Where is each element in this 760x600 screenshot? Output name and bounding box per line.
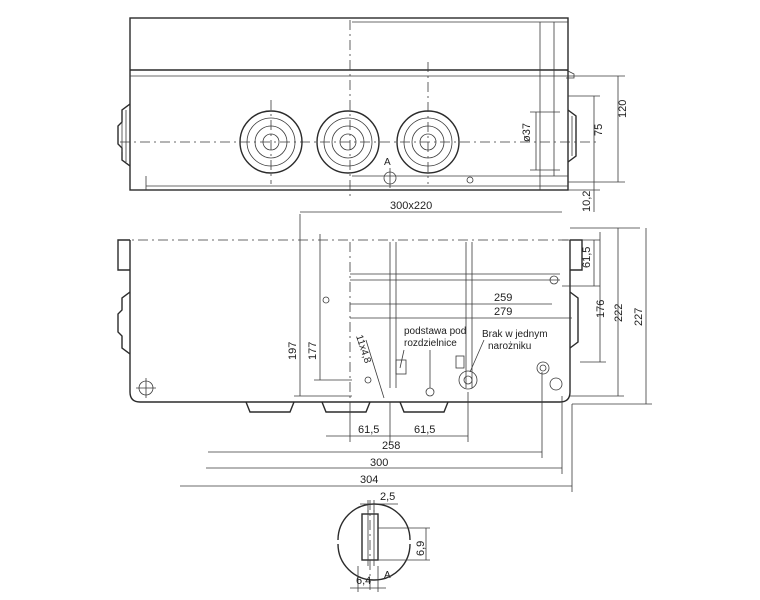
dim-75: 75 — [593, 124, 605, 136]
note-base-line1: podstawa pod — [404, 326, 466, 337]
section-a-top-label: A — [384, 157, 391, 168]
dim-300x220: 300x220 — [390, 200, 432, 212]
dim-61-5-b: 61,5 — [414, 424, 435, 436]
notes: podstawa pod rozdzielnice Brak w jednym … — [399, 326, 548, 388]
dim-197: 197 — [287, 342, 299, 360]
dim-258: 258 — [382, 440, 400, 452]
dim-2-5: 2,5 — [380, 491, 395, 503]
dim-176: 176 — [595, 300, 607, 318]
dim-6-9: 6,9 — [415, 541, 427, 556]
dim-diameter-37: ø37 — [521, 123, 533, 142]
dim-227: 227 — [633, 308, 645, 326]
dim-177: 177 — [307, 342, 319, 360]
dim-259: 259 — [494, 292, 512, 304]
dim-120: 120 — [617, 100, 629, 118]
knockout-1 — [239, 100, 303, 184]
dim-hole-slot: 11x4,8 — [353, 334, 373, 366]
dim-279: 279 — [494, 306, 512, 318]
dim-300: 300 — [370, 457, 388, 469]
dim-10-2: 10,2 — [581, 191, 593, 212]
knockout-2 — [316, 110, 380, 174]
plan-dimensions: 61,5 176 222 227 259 279 197 177 11x4,8 … — [180, 214, 652, 492]
dim-61-5-a: 61,5 — [358, 424, 379, 436]
plan-view — [117, 239, 583, 413]
dim-222: 222 — [613, 304, 625, 322]
side-view: A 120 75 ø37 10,2 — [117, 17, 629, 212]
note-missing-line2: narożniku — [488, 341, 531, 352]
dim-304: 304 — [360, 474, 378, 486]
section-a-detail: 2,5 6,9 6,4 A — [337, 491, 430, 592]
note-base-line2: rozdzielnice — [404, 338, 457, 349]
section-a-bottom-label: A — [384, 570, 391, 581]
knockout-3 — [396, 62, 460, 184]
dim-6-4: 6,4 — [356, 575, 371, 587]
note-missing-line1: Brak w jednym — [482, 329, 548, 340]
dim-61-5-right: 61,5 — [581, 247, 593, 268]
